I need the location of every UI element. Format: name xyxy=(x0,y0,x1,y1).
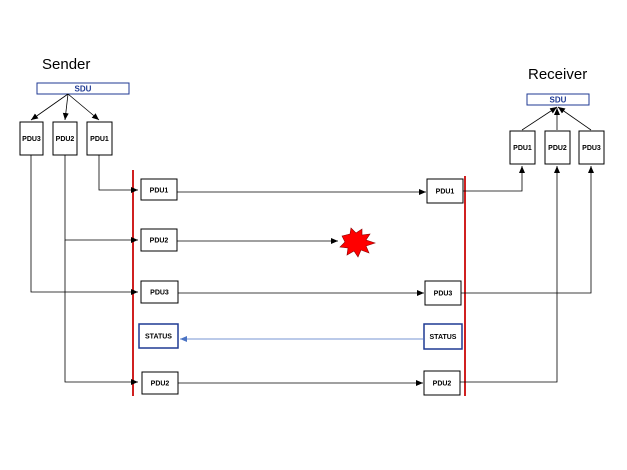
sender-pdu-label: PDU3 xyxy=(22,136,41,143)
sender-pdu-label: PDU2 xyxy=(56,136,75,143)
receiver-pdu-label: PDU3 xyxy=(582,145,601,152)
tx-pdu3-label: PDU3 xyxy=(150,290,169,297)
sender-pdu-label: PDU1 xyxy=(90,136,109,143)
receiver-pdu-1: PDU1 xyxy=(509,130,536,165)
sender-title: Sender xyxy=(42,56,90,73)
sender-pdu-1: PDU1 xyxy=(86,121,113,156)
rx-pdu1: PDU1 xyxy=(426,178,464,204)
receiver-sdu-label: SDU xyxy=(550,96,567,105)
sender-pdu-3: PDU3 xyxy=(19,121,44,156)
sender-status-label: STATUS xyxy=(145,334,172,341)
receiver-pdu-3: PDU3 xyxy=(578,130,605,165)
tx-pdu1: PDU1 xyxy=(140,178,178,201)
receiver-sdu: SDU xyxy=(526,93,590,106)
sender-pdu-2: PDU2 xyxy=(52,121,78,156)
explosion-icon xyxy=(339,227,376,258)
sender-sdu-label: SDU xyxy=(75,85,92,94)
rx-pdu2: PDU2 xyxy=(423,370,461,396)
receiver-status-box: STATUS xyxy=(423,323,463,350)
sender-sdu: SDU xyxy=(36,82,130,95)
receiver-pdu-2: PDU2 xyxy=(544,130,571,165)
tx-pdu2-retransmit: PDU2 xyxy=(141,371,179,395)
rx-pdu1-label: PDU1 xyxy=(436,189,455,196)
tx-pdu1-label: PDU1 xyxy=(150,188,169,195)
rx-pdu2-label: PDU2 xyxy=(433,381,452,388)
tx-pdu2-label: PDU2 xyxy=(150,238,169,245)
rx-pdu3: PDU3 xyxy=(424,280,462,306)
tx-pdu2-retransmit-label: PDU2 xyxy=(151,381,170,388)
receiver-status-label: STATUS xyxy=(430,334,457,341)
sender-status-box: STATUS xyxy=(138,323,179,349)
receiver-pdu-label: PDU1 xyxy=(513,145,532,152)
rx-pdu3-label: PDU3 xyxy=(434,291,453,298)
tx-pdu3: PDU3 xyxy=(140,280,179,304)
receiver-title: Receiver xyxy=(528,66,587,83)
tx-pdu2: PDU2 xyxy=(140,228,178,252)
receiver-pdu-label: PDU2 xyxy=(548,145,567,152)
